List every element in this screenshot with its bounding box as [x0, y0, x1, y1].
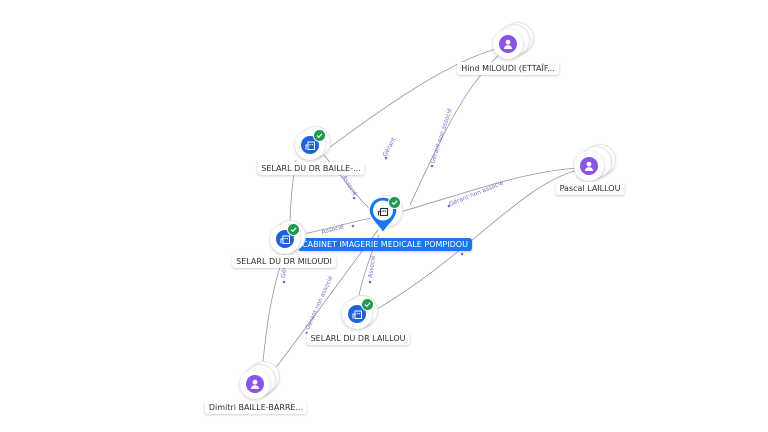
node-selarl-miloudi-label[interactable]: SELARL DU DR MILOUDI [232, 255, 336, 268]
building-icon [348, 305, 366, 323]
edge-pascal-main [399, 167, 578, 213]
edge-arrow-marker [430, 164, 434, 168]
edge-arrow-marker [352, 196, 356, 200]
node-disc [493, 29, 523, 59]
edge-arrow-marker [351, 224, 355, 228]
edge-label-baille-main: Associé [340, 174, 358, 197]
node-selarl-baille-label[interactable]: SELARL DU DR BAILLE-... [257, 162, 365, 175]
verified-check-icon [287, 223, 300, 236]
node-person-dimitri[interactable] [236, 361, 284, 402]
node-main-company[interactable] [367, 195, 403, 239]
edge-arrow-marker [368, 280, 372, 284]
edge-hind-baille [325, 47, 501, 151]
verified-check-icon [361, 298, 374, 311]
edge-label-dimitri-main: Gérant non associé [304, 275, 334, 331]
edge-arrow-marker [447, 204, 451, 208]
person-icon [580, 157, 598, 175]
node-disc [574, 151, 604, 181]
node-selarl-laillou[interactable] [340, 295, 380, 331]
node-person-pascal[interactable] [570, 144, 618, 183]
person-icon [246, 375, 264, 393]
verified-check-icon [313, 129, 326, 142]
person-icon [499, 35, 517, 53]
edge-pascal-laillou [371, 169, 579, 313]
node-selarl-miloudi[interactable] [268, 220, 308, 256]
node-disc [240, 369, 270, 399]
edge-baille-main [323, 154, 374, 213]
node-person-hind[interactable] [490, 22, 534, 60]
node-person-hind-label[interactable]: Hind MILOUDI (ETTAÏF... [457, 62, 559, 75]
edge-label-laillou-main: Associé [367, 255, 377, 279]
node-person-dimitri-label[interactable]: Dimitri BAILLE-BARRE... [204, 401, 308, 414]
edge-label-pascal-main: Gérant non associé [448, 180, 505, 208]
node-selarl-laillou-label[interactable]: SELARL DU DR LAILLOU [306, 332, 410, 345]
edge-arrow-marker [282, 280, 286, 284]
edge-label-miloudi-main: Associé [321, 224, 345, 236]
verified-check-icon [388, 196, 401, 209]
edge-arrow-marker [384, 156, 388, 160]
edge-label-hind-baille: Gérant [382, 136, 398, 158]
node-selarl-baille[interactable] [294, 126, 334, 162]
node-person-pascal-label[interactable]: Pascal LAILLOU [555, 182, 625, 195]
edge-label-hind-main: Gérant non associé [429, 107, 454, 165]
edge-arrow-marker [460, 252, 464, 256]
node-main-company-label[interactable]: CABINET IMAGERIE MEDICALE POMPIDOU [298, 238, 472, 251]
